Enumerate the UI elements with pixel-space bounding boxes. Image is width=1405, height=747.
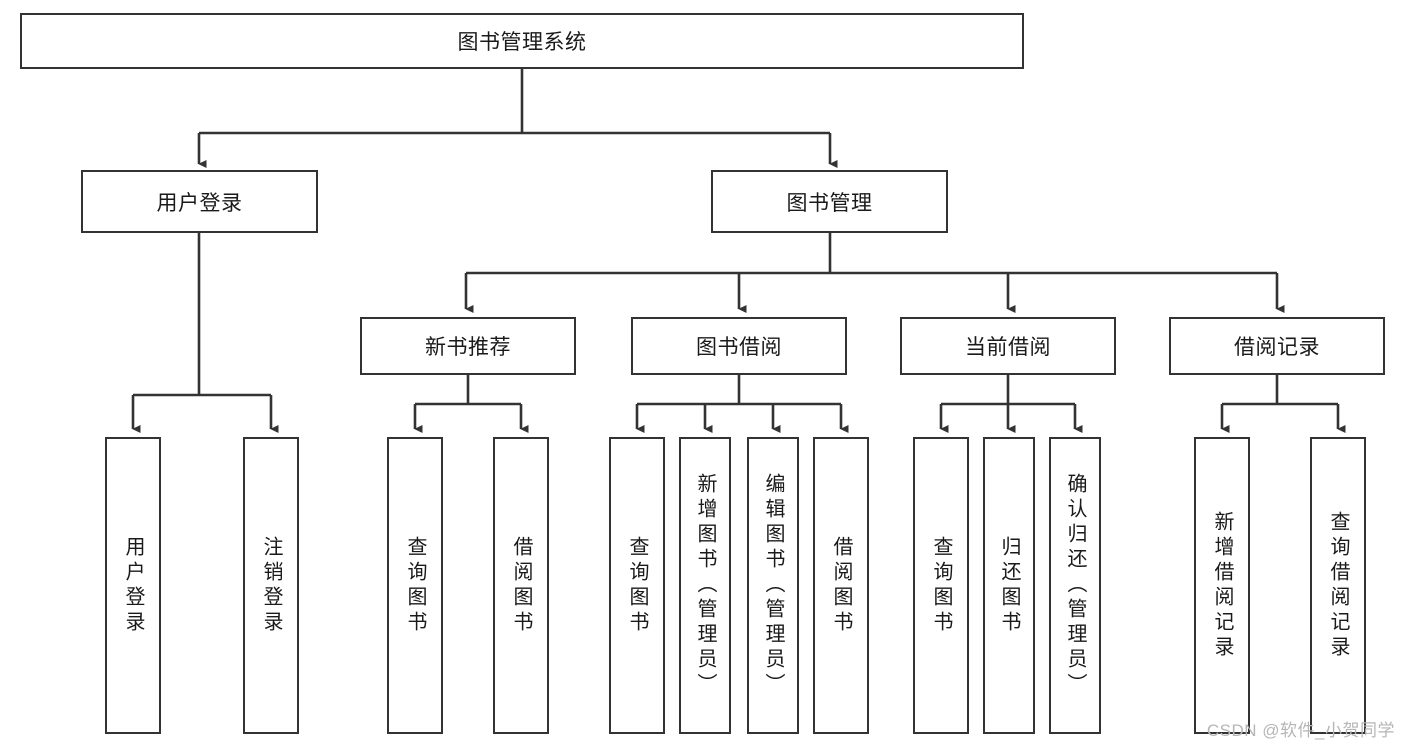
- leaf-logout-login-label: 注销登录: [260, 535, 282, 636]
- leaf-borrow-book-borrow[interactable]: 借阅图书: [813, 437, 869, 734]
- node-current-borrow[interactable]: 当前借阅: [900, 317, 1116, 375]
- leaf-query-book-borrow[interactable]: 查询图书: [609, 437, 665, 734]
- node-root-system-label: 图书管理系统: [457, 31, 587, 54]
- csdn-watermark: CSDN @软件_小贺同学: [1206, 721, 1395, 740]
- leaf-query-book-current[interactable]: 查询图书: [913, 437, 969, 734]
- leaf-query-book-recommend[interactable]: 查询图书: [387, 437, 443, 734]
- leaf-logout-login[interactable]: 注销登录: [243, 437, 299, 734]
- leaf-add-book-admin[interactable]: 新增图书（管理员）: [679, 437, 731, 734]
- leaf-return-book[interactable]: 归还图书: [983, 437, 1035, 734]
- node-new-book-recommend-label: 新书推荐: [425, 336, 511, 359]
- leaf-borrow-book-recommend[interactable]: 借阅图书: [493, 437, 549, 734]
- node-new-book-recommend[interactable]: 新书推荐: [360, 317, 576, 375]
- node-book-borrow-label: 图书借阅: [696, 336, 782, 359]
- node-book-management-label: 图书管理: [786, 191, 873, 215]
- leaf-query-borrow-record[interactable]: 查询借阅记录: [1310, 437, 1366, 734]
- leaf-query-borrow-record-label: 查询借阅记录: [1327, 510, 1349, 661]
- leaf-add-borrow-record-label: 新增借阅记录: [1211, 510, 1233, 661]
- leaf-query-book-borrow-label: 查询图书: [626, 535, 648, 636]
- node-borrow-record[interactable]: 借阅记录: [1169, 317, 1385, 375]
- leaf-borrow-book-borrow-label: 借阅图书: [830, 535, 852, 636]
- node-book-management[interactable]: 图书管理: [711, 170, 948, 233]
- leaf-return-book-label: 归还图书: [998, 535, 1020, 636]
- node-user-login[interactable]: 用户登录: [81, 170, 318, 233]
- leaf-confirm-return-admin[interactable]: 确认归还（管理员）: [1049, 437, 1101, 734]
- node-root-system[interactable]: 图书管理系统: [20, 13, 1024, 69]
- leaf-query-book-current-label: 查询图书: [930, 535, 952, 636]
- leaf-borrow-book-recommend-label: 借阅图书: [510, 535, 532, 636]
- leaf-edit-book-admin-label: 编辑图书（管理员）: [762, 473, 784, 698]
- leaf-query-book-recommend-label: 查询图书: [404, 535, 426, 636]
- node-current-borrow-label: 当前借阅: [965, 336, 1051, 359]
- node-user-login-label: 用户登录: [156, 191, 243, 215]
- node-book-borrow[interactable]: 图书借阅: [631, 317, 847, 375]
- leaf-edit-book-admin[interactable]: 编辑图书（管理员）: [747, 437, 799, 734]
- leaf-add-book-admin-label: 新增图书（管理员）: [694, 473, 716, 698]
- leaf-user-login[interactable]: 用户登录: [105, 437, 161, 734]
- node-borrow-record-label: 借阅记录: [1234, 336, 1320, 359]
- leaf-add-borrow-record[interactable]: 新增借阅记录: [1194, 437, 1250, 734]
- leaf-user-login-label: 用户登录: [122, 535, 144, 636]
- leaf-confirm-return-admin-label: 确认归还（管理员）: [1064, 473, 1086, 698]
